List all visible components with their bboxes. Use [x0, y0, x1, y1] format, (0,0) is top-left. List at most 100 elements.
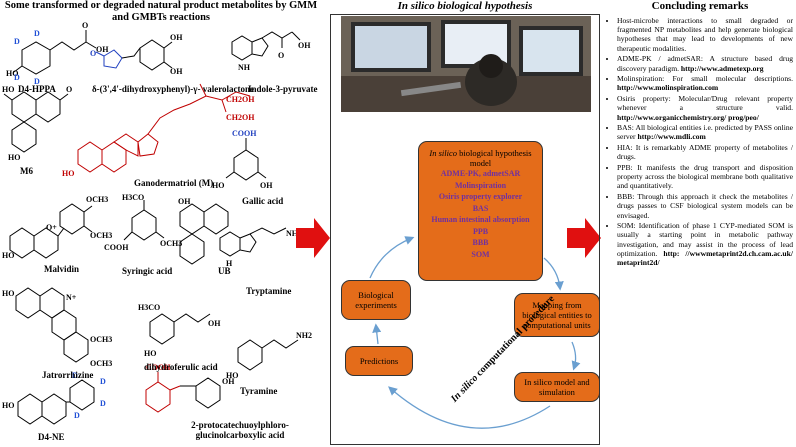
d4-hppa-d4: D [34, 77, 40, 86]
d4-hppa-d2: D [34, 29, 40, 38]
in-silico-model-box: In silico biological hypothesis model AD… [418, 141, 543, 281]
m6-oh2: HO [8, 153, 20, 162]
syringic-cooh: COOH [104, 243, 129, 252]
remark-text: PPB: It manifests the drug transport and… [617, 163, 793, 191]
mol-label-d4-hppa: D4-HPPA [18, 84, 56, 94]
model-item: Molinspiration [454, 180, 507, 190]
mol-label-syringic-acid: Syringic acid [122, 266, 173, 276]
model-item: ADME-PK, admetSAR [440, 169, 521, 178]
dihydroferulic-ring [149, 313, 175, 345]
mol-label-ganodermatriol: Ganodermatriol (M) [134, 178, 214, 188]
mol-label-ub: UB [218, 266, 231, 276]
m6-ring-b [35, 91, 61, 123]
gallic-acid-ring [233, 149, 259, 181]
tyramine-ho: HO [226, 371, 238, 380]
d4-hppa-ho: HO [6, 69, 18, 78]
big-arrow-left [296, 218, 330, 258]
m6-oh1: HO [2, 85, 14, 94]
model-box-title-italic: In silico [429, 148, 457, 158]
remark-text: BAS: All biological entities i.e. predic… [617, 123, 793, 142]
mol-label-m6: M6 [20, 166, 33, 176]
remark-text: Host-microbe interactions to small degra… [617, 16, 793, 53]
remark-text: HIA: It is remarkably ADME property of m… [617, 143, 793, 162]
remark-item: BBB: Through this approach it check the … [617, 192, 793, 220]
malvidin-oplus: O+ [46, 223, 57, 232]
indole-oh: OH [298, 41, 311, 50]
jatrorrhizine-ring-d [63, 331, 89, 363]
indole-benzene [231, 35, 253, 61]
protocatechuoyl-ring-a [145, 381, 171, 413]
procedure-label-rest: computational procedure [472, 293, 557, 380]
tryptamine-benzene [219, 231, 241, 257]
arrow-predictions-to-experiments [372, 323, 382, 345]
mol-label-gallic-acid: Gallic acid [242, 196, 284, 206]
arrow-model-to-mapping [543, 257, 564, 291]
model-item: BBB [472, 238, 489, 247]
mol-label-valerolactone: δ-(3',4'-dihydroxyphenyl)-γ- valerolacto… [92, 84, 255, 94]
remark-text: Molinspiration: For small molecular desc… [617, 74, 793, 84]
remark-link[interactable]: http://www.organicchemistry.org/ prog/pe… [617, 112, 759, 122]
m6-o: O [66, 85, 72, 94]
remark-link[interactable]: http: //wwwmetaprint2d.ch.cam.ac.uk/ met… [617, 248, 793, 268]
d4-ne-ring-a [17, 393, 43, 425]
big-arrow-middle [567, 218, 601, 258]
d4-ne-d2: D [100, 399, 106, 408]
protocat-cooh: COOH [146, 363, 171, 372]
arrow-mapping-to-simulation [571, 341, 581, 371]
gallic-ho: HO [212, 181, 224, 190]
model-item: PPB [472, 226, 489, 236]
jatrorrhizine-ring-c [51, 309, 77, 341]
d4-ne-ho: HO [2, 401, 14, 410]
procedure-label: In silico computational procedure [448, 293, 557, 405]
d4-ne-d1: D [100, 377, 106, 386]
mol-label-tyramine: Tyramine [240, 386, 278, 396]
d4-hppa-o: O [82, 21, 88, 30]
valerolactone-oh2: OH [170, 67, 183, 76]
cycle-arrows: In silico computational procedure [369, 236, 581, 429]
remark-text: ADME-PK / admetSAR: A structure based dr… [617, 54, 793, 73]
remark-link[interactable]: http://www.molinspiration.com [617, 83, 719, 93]
remark-link[interactable]: http://www.admetexp.org [680, 63, 764, 73]
remark-item: BAS: All biological entities i.e. predic… [617, 123, 793, 141]
ganodermatriol-ring-b [101, 141, 127, 173]
valerolactone-ring [103, 49, 123, 69]
d4-hppa-ring [21, 41, 51, 75]
step-in-silico-simulation: In silico model and simulation [514, 372, 600, 402]
ganodermatriol-ring-a [77, 141, 103, 173]
jatrorrhizine-ho: HO [2, 289, 14, 298]
malvidin-ring-c [33, 227, 59, 259]
tyramine-ring [237, 339, 263, 371]
indole-pyrrole [251, 37, 269, 57]
model-item: BAS [472, 203, 489, 213]
procedure-label-italic: In silico [448, 373, 480, 406]
indole-nh: NH [238, 63, 251, 72]
remark-item: Host-microbe interactions to small degra… [617, 16, 793, 53]
m6-ring-a [11, 91, 37, 123]
protocatechuoyl-ring-b [195, 377, 221, 409]
syringic-h3co: H3CO [122, 193, 144, 202]
step-mapping: Mapping from biological entities to comp… [514, 293, 600, 337]
ganoder-ch2oh1: CH2OH [226, 95, 255, 104]
ganoder-ho: HO [62, 169, 74, 178]
ub-ring-a [179, 203, 205, 235]
remark-text: BBB: Through this approach it check the … [617, 192, 793, 220]
d4-hppa-d1: D [14, 37, 20, 46]
ganoder-ch2oh2: CH2OH [226, 113, 255, 122]
mol-label-tryptamine: Tryptamine [246, 286, 292, 296]
mol-label-indole-3-pyruvate: Indole-3-pyruvate [248, 84, 318, 94]
gallic-cooh: COOH [232, 129, 257, 138]
office-photo [341, 16, 591, 112]
arrow-simulation-to-predictions [388, 386, 551, 429]
mol-label-d4-ne: D4-NE [38, 432, 65, 442]
mol-label-jatrorrhizine: Jatrorrhizine [42, 370, 94, 380]
right-panel-title: Concluding remarks [651, 0, 749, 12]
d4-ne-ring-b [69, 379, 95, 411]
valerolactone-oh1: OH [170, 33, 183, 42]
mol-label-protocatechuoyl: 2-protocatechuoylphloro-glucinolcarboxyl… [191, 420, 289, 440]
ub-ring-c [203, 203, 229, 235]
model-item: Human intestinal absorption [431, 215, 530, 224]
remark-item: HIA: It is remarkably ADME property of m… [617, 143, 793, 161]
remark-link[interactable]: http://www.mdli.com [637, 132, 706, 142]
gallic-oh: OH [260, 181, 273, 190]
dihydroferulic-ho: HO [144, 349, 156, 358]
